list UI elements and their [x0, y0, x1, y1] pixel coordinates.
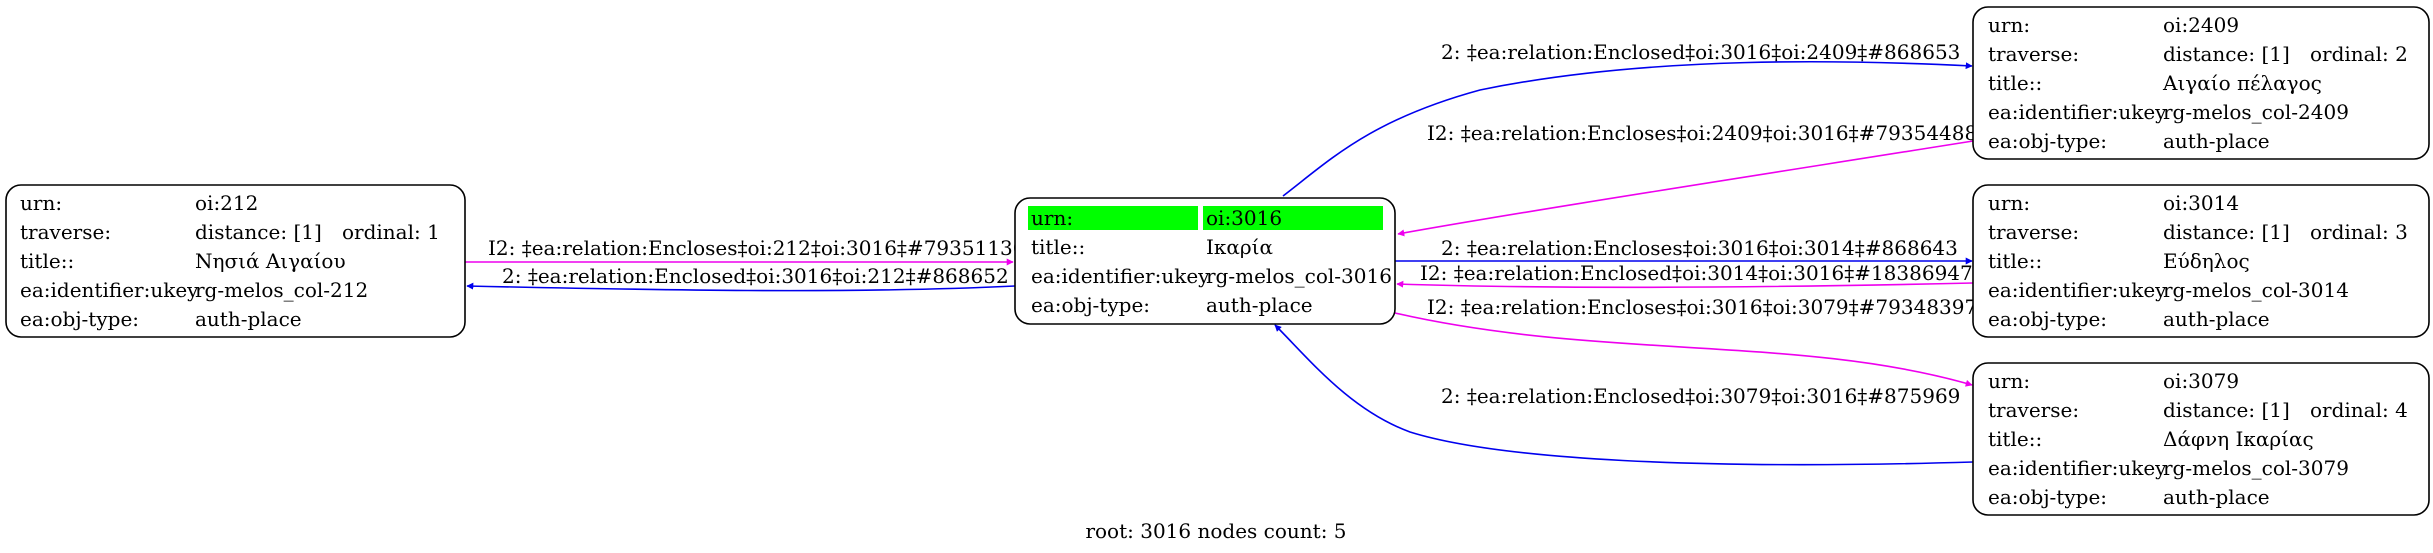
node-3016-title-key: title::	[1031, 235, 1085, 259]
node-212-ukey-key: ea:identifier:ukey	[20, 278, 199, 302]
node-3016-urn-value-highlight	[1203, 206, 1383, 230]
node-3079[interactable]: urn: oi:3079 traverse: distance: [1] ord…	[1972, 362, 2430, 516]
node-2409-objtype-value: auth-place	[2163, 129, 2270, 153]
node-2409-traverse-key: traverse:	[1988, 42, 2079, 66]
node-3079-objtype-value: auth-place	[2163, 485, 2270, 509]
node-3079-traverse-distance: distance: [1]	[2163, 398, 2290, 422]
edge-label-3016-enclosed-2409: 2: ‡ea:relation:Enclosed‡oi:3016‡oi:2409…	[1441, 40, 1960, 64]
edge-2409-encloses-3016[interactable]	[1397, 140, 1974, 237]
node-2409-ukey-value: rg-melos_col-2409	[2163, 100, 2349, 124]
node-212-title-key: title::	[20, 249, 74, 273]
node-3079-urn-key: urn:	[1988, 369, 2030, 393]
edge-label-212-encloses: I2: ‡ea:relation:Encloses‡oi:212‡oi:3016…	[488, 236, 1026, 260]
node-3014-ukey-key: ea:identifier:ukey	[1988, 278, 2167, 302]
edge-3014-enclosed-3016[interactable]	[1396, 280, 1974, 289]
node-2409-box	[1972, 6, 2430, 160]
node-3014-title-value: Εύδηλος	[2163, 249, 2250, 273]
node-212-ukey-value: rg-melos_col-212	[195, 278, 368, 302]
edge-label-2409-encloses: I2: ‡ea:relation:Encloses‡oi:2409‡oi:301…	[1427, 121, 1977, 145]
node-2409-urn-value: oi:2409	[2163, 13, 2239, 37]
node-212-urn-value: oi:212	[195, 191, 258, 215]
node-212-traverse-key: traverse:	[20, 220, 111, 244]
node-3016-objtype-key: ea:obj-type:	[1031, 293, 1150, 317]
edge-3016-enclosed-2409[interactable]	[1282, 60, 1973, 197]
node-212-objtype-value: auth-place	[195, 307, 302, 331]
node-3016-ukey-value: rg-melos_col-3016	[1206, 264, 1392, 288]
node-2409[interactable]: urn: oi:2409 traverse: distance: [1] ord…	[1972, 6, 2430, 160]
node-3014-traverse-key: traverse:	[1988, 220, 2079, 244]
node-212-traverse-ordinal: ordinal: 1	[342, 220, 440, 244]
edge-3016-enclosed-212[interactable]	[466, 282, 1016, 292]
node-3016-objtype-value: auth-place	[1206, 293, 1313, 317]
node-3014-urn-value: oi:3014	[2163, 191, 2239, 215]
node-3016-root[interactable]: urn: oi:3016 title:: Ικαρία ea:identifie…	[1014, 197, 1396, 325]
edge-label-3014-enclosed: I2: ‡ea:relation:Enclosed‡oi:3014‡oi:301…	[1420, 261, 1985, 285]
edge-labels: I2: ‡ea:relation:Encloses‡oi:212‡oi:3016…	[488, 40, 1985, 408]
node-212-title-value: Νησιά Αιγαίου	[195, 249, 346, 273]
node-2409-title-key: title::	[1988, 71, 2042, 95]
node-3079-objtype-key: ea:obj-type:	[1988, 485, 2107, 509]
node-2409-objtype-key: ea:obj-type:	[1988, 129, 2107, 153]
node-3016-title-value: Ικαρία	[1206, 235, 1273, 259]
node-212-urn-key: urn:	[20, 191, 62, 215]
node-3014[interactable]: urn: oi:3014 traverse: distance: [1] ord…	[1972, 184, 2430, 338]
edge-label-3016-encloses-3014: 2: ‡ea:relation:Encloses‡oi:3016‡oi:3014…	[1441, 236, 1958, 260]
edge-3079-enclosed-3016[interactable]	[1274, 324, 1974, 466]
node-3016-urn-key-highlight	[1028, 206, 1198, 230]
node-2409-urn-key: urn:	[1988, 13, 2030, 37]
node-3014-urn-key: urn:	[1988, 191, 2030, 215]
node-3079-traverse-key: traverse:	[1988, 398, 2079, 422]
node-3014-ukey-value: rg-melos_col-3014	[2163, 278, 2349, 302]
node-2409-traverse-ordinal: ordinal: 2	[2310, 42, 2408, 66]
node-3079-title-key: title::	[1988, 427, 2042, 451]
node-3016-ukey-key: ea:identifier:ukey	[1031, 264, 1210, 288]
node-3079-ukey-key: ea:identifier:ukey	[1988, 456, 2167, 480]
node-2409-traverse-distance: distance: [1]	[2163, 42, 2290, 66]
node-3079-urn-value: oi:3079	[2163, 369, 2239, 393]
edge-3016-encloses-3079[interactable]	[1394, 312, 1973, 387]
edges	[465, 60, 1974, 466]
node-3016-urn-key: urn:	[1031, 206, 1073, 230]
node-212-objtype-key: ea:obj-type:	[20, 307, 139, 331]
node-3079-ukey-value: rg-melos_col-3079	[2163, 456, 2349, 480]
node-3014-title-key: title::	[1988, 249, 2042, 273]
node-212[interactable]: urn: oi:212 traverse: distance: [1] ordi…	[5, 184, 466, 338]
edge-label-3016-enclosed-212: 2: ‡ea:relation:Enclosed‡oi:3016‡oi:212‡…	[502, 264, 1009, 288]
edge-label-3016-encloses-3079: I2: ‡ea:relation:Encloses‡oi:3016‡oi:307…	[1427, 295, 1977, 319]
node-3079-traverse-ordinal: ordinal: 4	[2310, 398, 2408, 422]
graph-footer-summary: root: 3016 nodes count: 5	[1085, 519, 1346, 543]
node-2409-ukey-key: ea:identifier:ukey	[1988, 100, 2167, 124]
node-3014-box	[1972, 184, 2430, 338]
node-3079-title-value: Δάφνη Ικαρίας	[2163, 427, 2314, 451]
node-3014-objtype-key: ea:obj-type:	[1988, 307, 2107, 331]
node-212-traverse-distance: distance: [1]	[195, 220, 322, 244]
node-3079-box	[1972, 362, 2430, 516]
node-3014-traverse-distance: distance: [1]	[2163, 220, 2290, 244]
node-3014-objtype-value: auth-place	[2163, 307, 2270, 331]
node-2409-title-value: Αιγαίο πέλαγος	[2162, 71, 2322, 95]
edge-label-3079-enclosed: 2: ‡ea:relation:Enclosed‡oi:3079‡oi:3016…	[1441, 384, 1960, 408]
node-3016-urn-value: oi:3016	[1206, 206, 1282, 230]
node-3014-traverse-ordinal: ordinal: 3	[2310, 220, 2408, 244]
node-212-box	[5, 184, 466, 338]
